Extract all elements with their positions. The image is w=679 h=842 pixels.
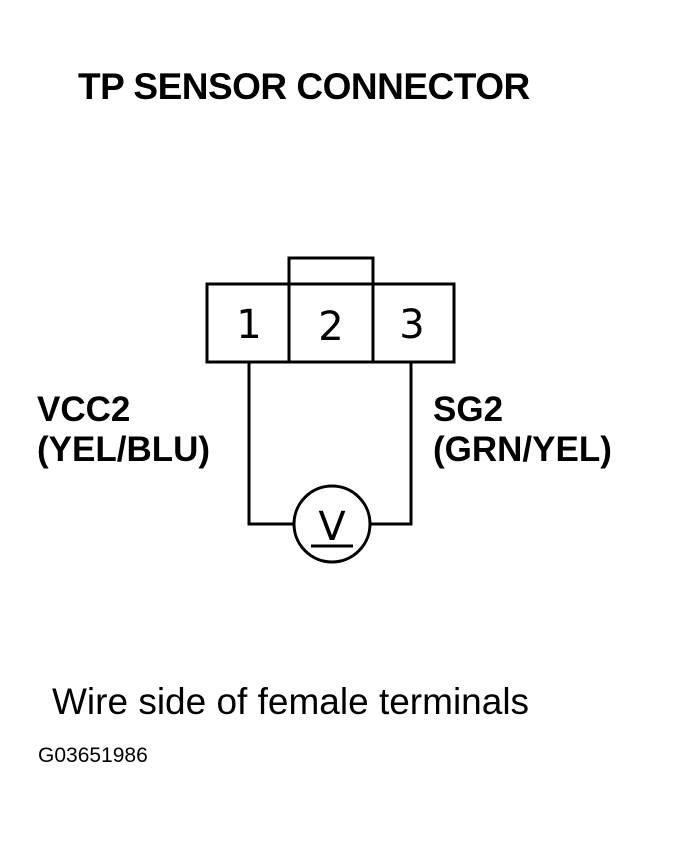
figure-code: G03651986 [38,744,148,767]
sg2-signal: SG2 [433,390,504,429]
sg2-wire-color: (GRN/YEL) [433,430,612,469]
connector-lock-tab [287,256,375,286]
wire-vcc2 [247,362,294,526]
vcc2-wire-color: (YEL/BLU) [37,430,211,469]
vcc2-signal: VCC2 [37,390,131,429]
diagram-caption: Wire side of female terminals [52,681,530,722]
connector-housing [205,282,456,364]
voltmeter-symbol: V [318,504,346,550]
pin-1-number: 1 [236,302,261,348]
pin-3-number: 3 [399,302,424,348]
left-wire-label: VCC2 (YEL/BLU) [37,390,210,470]
right-wire-label: SG2 (GRN/YEL) [433,390,612,470]
wire-sg2 [370,362,413,526]
pin-2-number: 2 [318,304,343,350]
voltmeter-icon [292,484,372,564]
diagram-title: TP SENSOR CONNECTOR [78,66,530,107]
